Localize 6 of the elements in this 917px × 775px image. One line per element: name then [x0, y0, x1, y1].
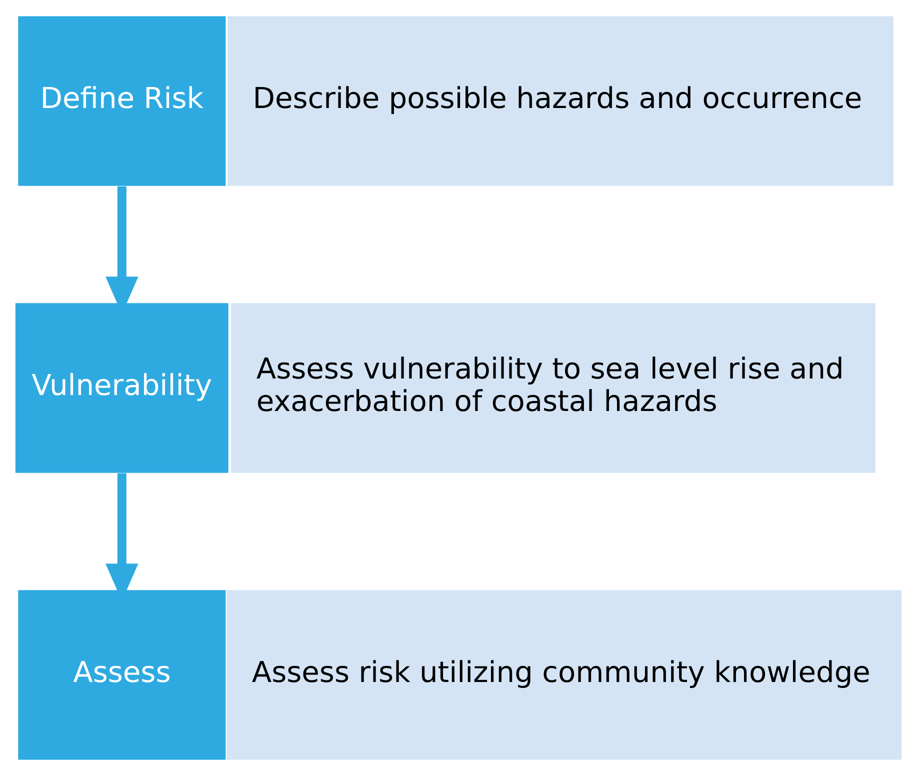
- node-box: Vulnerability: [15, 302, 228, 472]
- node-box: Describe possible hazards and occurrence: [228, 16, 894, 186]
- node-box: Assess vulnerability to sea level rise and exacerbation of coastal hazards: [231, 302, 876, 472]
- node-box: Define Risk: [18, 16, 226, 186]
- node-box: Assess risk utilizing community knowledge: [226, 590, 902, 760]
- node-box: Assess: [18, 590, 226, 760]
